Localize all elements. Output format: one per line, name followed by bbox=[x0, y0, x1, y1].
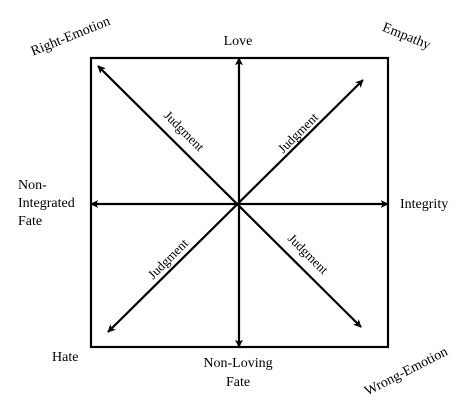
label-corner-bottom-left: Hate bbox=[52, 350, 78, 365]
label-bottom-line2: Fate bbox=[226, 375, 250, 390]
label-diagonal-bottom-right: Judgment bbox=[285, 231, 332, 278]
label-top: Love bbox=[224, 34, 253, 49]
diagonal-arrow-tl-br bbox=[97, 65, 362, 328]
label-diagonal-top-right: Judgment bbox=[275, 109, 322, 156]
diagonal-arrow-bl-tr bbox=[107, 79, 364, 333]
label-left-line2: Integrated bbox=[18, 196, 75, 211]
label-diagonal-bottom-left: Judgment bbox=[145, 235, 192, 282]
label-corner-top-left: Right-Emotion bbox=[29, 14, 113, 59]
label-right: Integrity bbox=[400, 197, 448, 212]
label-corner-bottom-right: Wrong-Emotion bbox=[362, 344, 450, 399]
label-left-line1: Non- bbox=[18, 178, 47, 193]
label-diagonal-top-left: Judgment bbox=[161, 108, 208, 155]
label-bottom-line1: Non-Loving bbox=[203, 356, 272, 371]
label-left-line3: Fate bbox=[18, 214, 42, 229]
label-corner-top-right: Empathy bbox=[380, 20, 432, 53]
